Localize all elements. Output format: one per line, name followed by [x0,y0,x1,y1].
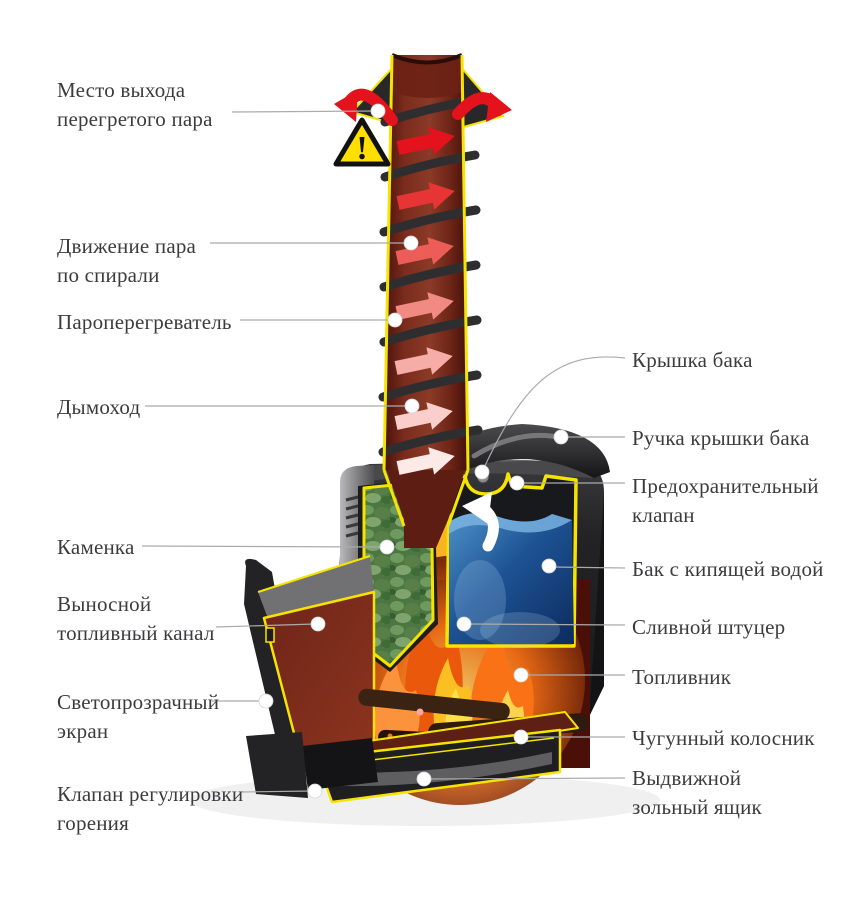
leader-dots [258,103,569,799]
stone-compartment [358,480,438,672]
label-drain-fitting: Сливной штуцер [632,615,786,639]
tank-lid-handle-rod [471,432,565,459]
label-steam-spiral-motion: Движение пара по спирали [57,234,197,287]
fuel-channel [244,555,376,768]
left-foot [246,732,308,798]
label-stone-compartment: Каменка [57,535,135,559]
label-chimney: Дымоход [57,395,141,419]
label-cast-iron-grate: Чугунный колосник [632,726,815,750]
leader-lines [141,110,626,793]
water-tank [436,424,610,648]
steam-arrows [394,127,455,475]
chimney-pipe [350,53,505,548]
label-steam-exit-point: Место выхода перегретого пара [57,78,213,131]
warning-icon: ! [333,117,391,167]
label-combustion-control-valve: Клапан регулировки горения [57,782,244,835]
label-safety-valve: Предохранительный клапан [632,474,819,527]
water [449,513,574,644]
label-translucent-screen: Светопрозрачный экран [57,690,220,743]
label-firebox: Топливник [632,665,732,689]
steam-exit-arrows [334,88,512,126]
label-tank-lid: Крышка бака [632,348,753,372]
warning-exclamation: ! [356,130,367,167]
ash-drawer-handle [302,738,378,790]
label-boiling-water-tank: Бак с кипящей водой [632,557,824,581]
spiral-bands [378,95,483,457]
ash-drawer-tray [246,728,562,804]
label-tank-lid-handle: Ручка крышки бака [632,426,810,450]
channel-top-surface [258,556,374,624]
steam-circulation-arrow [462,492,499,552]
label-extended-fuel-channel: Выносной топливный канал [57,592,215,645]
label-steam-superheater: Пароперегреватель [57,310,232,334]
label-ash-drawer: Выдвижной зольный ящик [632,766,762,819]
